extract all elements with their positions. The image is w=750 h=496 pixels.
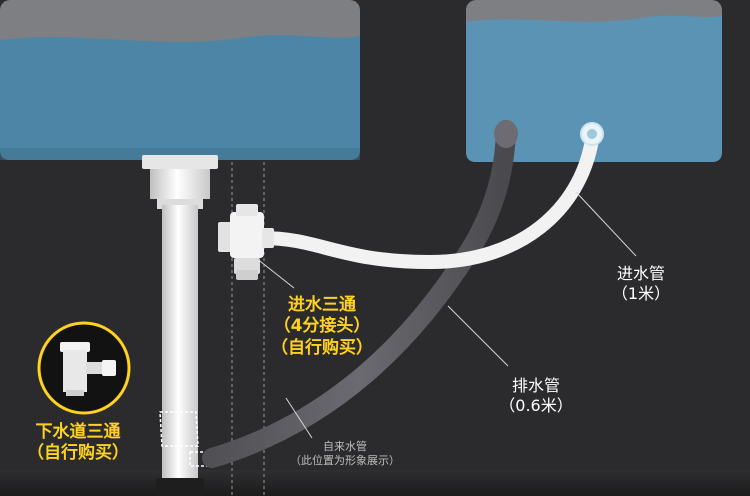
drain-tee-purchase-note: （自行购买）	[27, 443, 129, 464]
drain-tee-inset	[37, 321, 131, 415]
leader-drain-pipe	[447, 305, 509, 367]
leader-inlet-pipe	[575, 191, 637, 257]
tank-drain-fitting	[142, 155, 218, 209]
leader-tap-pipe	[285, 397, 313, 439]
leader-inlet-tee	[255, 257, 295, 289]
vertical-drain-pipe	[162, 205, 198, 480]
tap-pipe-title: 自来水管	[323, 440, 367, 453]
drain-pipe-label: 排水管 （0.6米）	[486, 376, 586, 416]
drain-tee-title: 下水道三通	[35, 422, 121, 442]
floor-drain-hole	[156, 478, 204, 496]
right-tank	[466, 0, 722, 163]
inlet-pipe-title: 进水管	[616, 264, 665, 283]
inlet-tee-purchase-note: （自行购买）	[271, 337, 373, 358]
inlet-tee-fitting	[218, 204, 274, 280]
drain-pipe-length: （0.6米）	[499, 396, 573, 415]
drain-hose-end	[494, 120, 518, 148]
inlet-pipe-label: 进水管 （1米）	[596, 264, 686, 304]
inlet-tee-title: 进水三通	[288, 295, 356, 315]
left-tank	[0, 0, 360, 160]
drain-tee-label: 下水道三通 （自行购买）	[8, 422, 148, 465]
tap-pipe-label: 自来水管 （此位置为形象展示）	[270, 440, 420, 468]
inlet-pipe-length: （1米）	[611, 284, 671, 303]
floor-strip	[0, 470, 750, 496]
tap-pipe-note: （此位置为形象展示）	[290, 453, 400, 467]
inlet-hose	[255, 133, 599, 270]
inlet-hose-nozzle	[580, 122, 604, 146]
drain-pipe-title: 排水管	[511, 376, 560, 395]
inlet-tee-label: 进水三通 （4分接头） （自行购买）	[267, 295, 377, 359]
inlet-tee-size: （4分接头）	[273, 316, 371, 337]
